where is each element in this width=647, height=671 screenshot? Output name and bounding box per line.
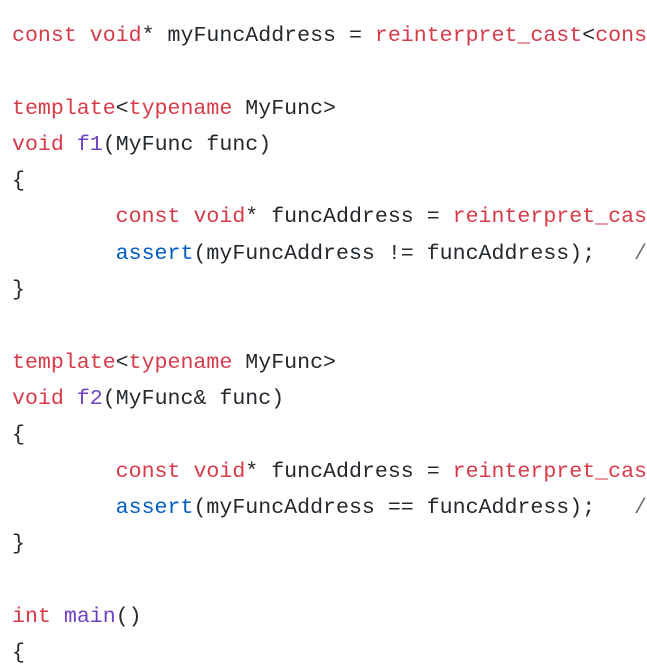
keyword-token: const: [12, 24, 77, 48]
code-line: const void* funcAddress = reinterpret_ca…: [12, 199, 647, 235]
keyword-token: template: [12, 96, 116, 121]
function-name-token: f2: [76, 386, 103, 411]
code-text-token: [12, 242, 116, 266]
keyword-token: const: [115, 459, 181, 484]
builtin-token: assert: [115, 241, 194, 266]
code-line: [12, 562, 647, 598]
keyword-token: cons: [595, 24, 647, 48]
code-text-token: (MyFunc func): [102, 132, 272, 157]
code-line: void f2(MyFunc& func): [12, 381, 647, 417]
code-text-token: }: [12, 278, 25, 303]
keyword-token: void: [89, 24, 142, 48]
keyword-token: void: [12, 132, 64, 157]
code-text-token: <: [582, 24, 596, 48]
comment-token: /: [634, 241, 647, 266]
code-block: const void* myFuncAddress = reinterpret_…: [12, 18, 647, 671]
code-text-token: [77, 24, 90, 48]
function-name-token: main: [63, 604, 116, 629]
builtin-token: assert: [115, 495, 194, 520]
code-line: const void* funcAddress = reinterpret_ca…: [12, 454, 647, 490]
code-text-token: (myFuncAddress != funcAddress);: [193, 241, 635, 266]
code-text-token: [180, 460, 193, 484]
code-line: [12, 54, 647, 90]
code-line: [12, 308, 647, 344]
keyword-token: template: [12, 350, 116, 375]
keyword-token: const: [115, 205, 181, 230]
code-text-token: <: [115, 350, 129, 375]
keyword-token: reinterpret_cast: [374, 24, 583, 48]
code-text-token: * myFuncAddress =: [141, 24, 375, 48]
code-text-token: [64, 133, 77, 157]
code-text-token: * funcAddress =: [245, 459, 453, 484]
code-text-token: {: [12, 641, 25, 666]
code-line: assert(myFuncAddress != funcAddress); /: [12, 236, 647, 272]
code-text-token: [64, 387, 77, 411]
keyword-token: typename: [128, 96, 233, 121]
code-text-token: (MyFunc& func): [102, 386, 285, 411]
keyword-token: reinterpret_cas: [452, 205, 647, 230]
code-text-token: }: [12, 532, 25, 557]
code-text-token: (myFuncAddress == funcAddress);: [193, 495, 635, 520]
comment-token: /: [634, 495, 647, 520]
code-text-token: [51, 605, 64, 629]
code-line: template<typename MyFunc>: [12, 91, 647, 127]
code-text-token: {: [12, 423, 25, 448]
keyword-token: reinterpret_cas: [452, 459, 647, 484]
function-name-token: f1: [76, 132, 103, 157]
code-line: template<typename MyFunc>: [12, 345, 647, 381]
code-line: {: [12, 163, 647, 199]
code-line: {: [12, 635, 647, 671]
code-text-token: [12, 460, 116, 484]
keyword-token: void: [193, 205, 246, 230]
code-line: void f1(MyFunc func): [12, 127, 647, 163]
code-text-token: MyFunc>: [232, 96, 336, 121]
code-text-token: [12, 205, 116, 229]
keyword-token: typename: [128, 350, 233, 375]
code-line: assert(myFuncAddress == funcAddress); /: [12, 490, 647, 526]
code-line: int main(): [12, 599, 647, 635]
code-text-token: MyFunc>: [232, 350, 336, 375]
code-text-token: (): [115, 604, 142, 629]
code-line: }: [12, 526, 647, 562]
keyword-token: int: [12, 604, 51, 629]
code-text-token: {: [12, 169, 25, 194]
code-text-token: [180, 205, 193, 229]
code-line: {: [12, 417, 647, 453]
keyword-token: void: [193, 459, 246, 484]
code-line: const void* myFuncAddress = reinterpret_…: [12, 18, 647, 54]
code-text-token: <: [115, 96, 129, 121]
code-text-token: [12, 496, 116, 520]
code-text-token: * funcAddress =: [245, 205, 453, 230]
code-line: }: [12, 272, 647, 308]
keyword-token: void: [12, 386, 64, 411]
